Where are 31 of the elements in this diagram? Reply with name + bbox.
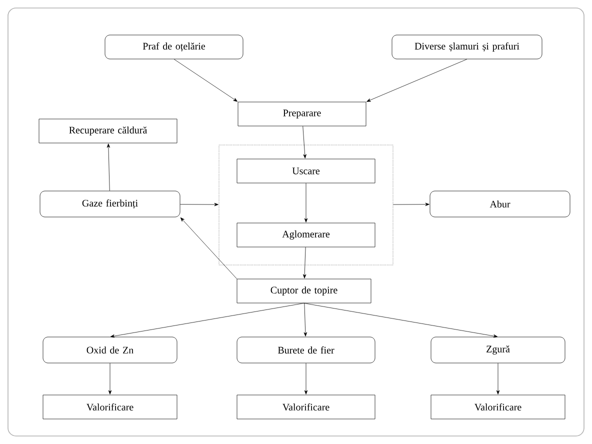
arrow [366,59,468,102]
rounded-box: Diverse șlamuri și prafuri [392,34,542,60]
process-box: Preparare [238,102,366,126]
arrow [174,59,238,102]
process-box: Aglomerare [236,222,376,248]
arrow [106,144,110,191]
process-box: Valorificare [42,394,178,420]
arrow [180,202,218,206]
process-box: Valorificare [236,394,376,420]
arrow [110,303,304,338]
arrow [108,363,112,394]
arrow [393,202,430,206]
rounded-box: Abur [430,190,570,218]
rounded-box: Praf de oțelărie [104,34,244,60]
process-box: Cuptor de topire [236,278,372,304]
dotted-frame [218,144,394,266]
rounded-box: Oxid de Zn [42,336,178,364]
arrow [180,217,237,279]
rounded-box: Gaze fierbinți [40,190,180,218]
process-box: Valorificare [430,394,566,420]
arrow [304,303,308,336]
arrow [304,363,308,394]
arrow [302,247,306,278]
rounded-box: Burete de fier [236,336,376,364]
arrow [304,183,308,222]
process-box: Recuperare căldură [38,118,178,144]
arrow [304,303,498,338]
rounded-box: Zgură [430,336,566,364]
arrow [496,363,500,394]
process-box: Uscare [236,158,376,184]
arrow [302,126,306,158]
